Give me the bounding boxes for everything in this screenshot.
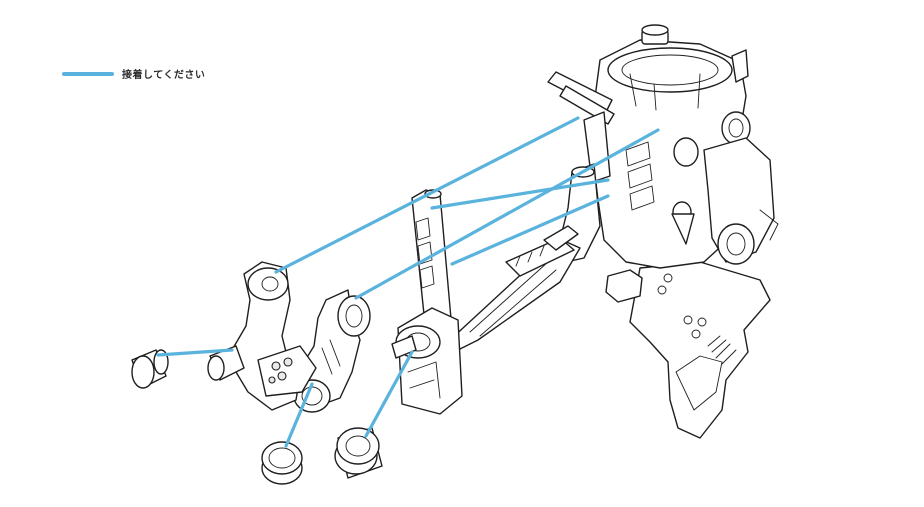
glue-line-cap-to-left-arm [156,348,234,357]
cap-small-left [131,349,169,389]
legend-label: 接着してください [122,70,206,81]
legend: 接着してください [62,66,205,81]
main-body-assembly [547,24,779,439]
glue-line-ring-to-center-arm [284,382,314,448]
left-arm-bracket [207,261,317,411]
glue-line-left-arm-to-tower [274,116,580,274]
glue-line-center-arm-to-tower [354,128,660,300]
glue-line-swatch-icon [62,71,114,76]
center-arm-bracket [293,289,371,413]
ring-lower-center [334,427,383,479]
glue-line-rail-lower-to-tower [450,194,610,266]
connecting-arm [449,225,581,351]
glue-lines [156,116,660,448]
ring-lower-left [261,441,303,485]
vertical-rail [391,189,463,415]
glue-line-rail-to-tower [430,178,610,210]
glue-line-ring-to-rail-housing [364,350,414,438]
